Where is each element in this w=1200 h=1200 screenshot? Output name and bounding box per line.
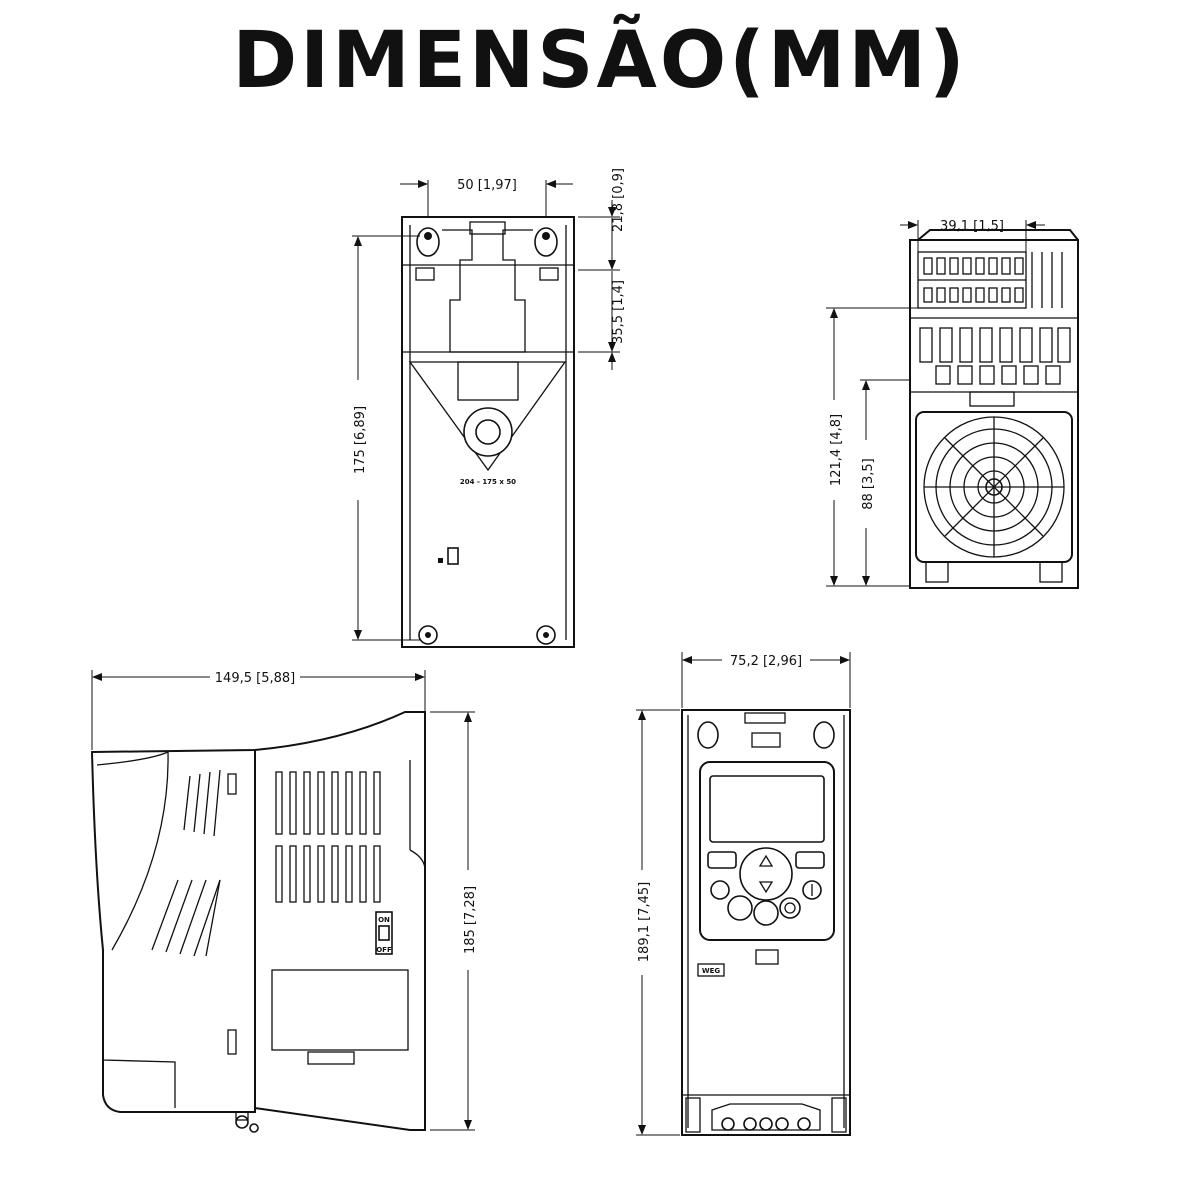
mounting-hole-icon [534, 227, 558, 257]
display-screen [709, 775, 825, 843]
keypad-housing [699, 761, 835, 941]
side-vents-left [151, 769, 221, 957]
model-label: 204 - 175 x 50 [460, 478, 516, 486]
side-vents-right [275, 771, 381, 903]
page-title: DIMENSÃO(MM) [232, 16, 968, 106]
fan-grille-icon [915, 411, 1073, 563]
front-view: WEG 75,2 [2,96] 189,1 [7,45] [636, 652, 851, 1136]
terminal-row-top [923, 257, 1024, 303]
svg-text:WEG: WEG [702, 967, 721, 975]
down-arrow-icon [758, 881, 774, 894]
bottom-view: 39,1 [1,5] 121,4 [4,8] 88 [3,5] [826, 219, 1079, 589]
power-terminals [919, 327, 1071, 385]
top-view-outline [401, 216, 575, 648]
keypad-button-left [707, 851, 737, 869]
dim-bottom-total-height: 121,4 [4,8] [829, 414, 844, 486]
dim-top-hole-offset: 21,8 [0,9] [611, 168, 626, 232]
keypad-button-right [795, 851, 825, 869]
svg-text:OFF: OFF [376, 946, 392, 954]
dim-front-height: 189,1 [7,45] [637, 882, 652, 962]
up-arrow-icon [758, 854, 774, 867]
bottom-view-outline [909, 239, 1079, 589]
mounting-hole-icon [416, 227, 440, 257]
front-view-outline [681, 709, 851, 1136]
dim-bottom-fan-height: 88 [3,5] [861, 458, 876, 510]
dim-top-height: 175 [6,89] [353, 406, 368, 474]
side-view: ON OFF 149,5 [5,88] 185 [7,28] [90, 670, 478, 1133]
svg-text:ON: ON [378, 916, 390, 924]
side-view-outline [90, 711, 426, 1131]
dim-side-depth: 149,5 [5,88] [215, 671, 295, 686]
dim-terminal-width: 39,1 [1,5] [940, 219, 1004, 234]
dim-side-height: 185 [7,28] [463, 886, 478, 954]
dim-top-mount-width: 50 [1,97] [457, 178, 517, 193]
top-view: 204 - 175 x 50 50 [1,97] 21,8 [0,9] 35,5… [352, 168, 626, 648]
on-off-switch: ON OFF [375, 911, 393, 955]
weg-logo [697, 963, 725, 977]
dim-front-width: 75,2 [2,96] [730, 654, 802, 669]
dim-top-second-offset: 35,5 [1,4] [611, 280, 626, 344]
